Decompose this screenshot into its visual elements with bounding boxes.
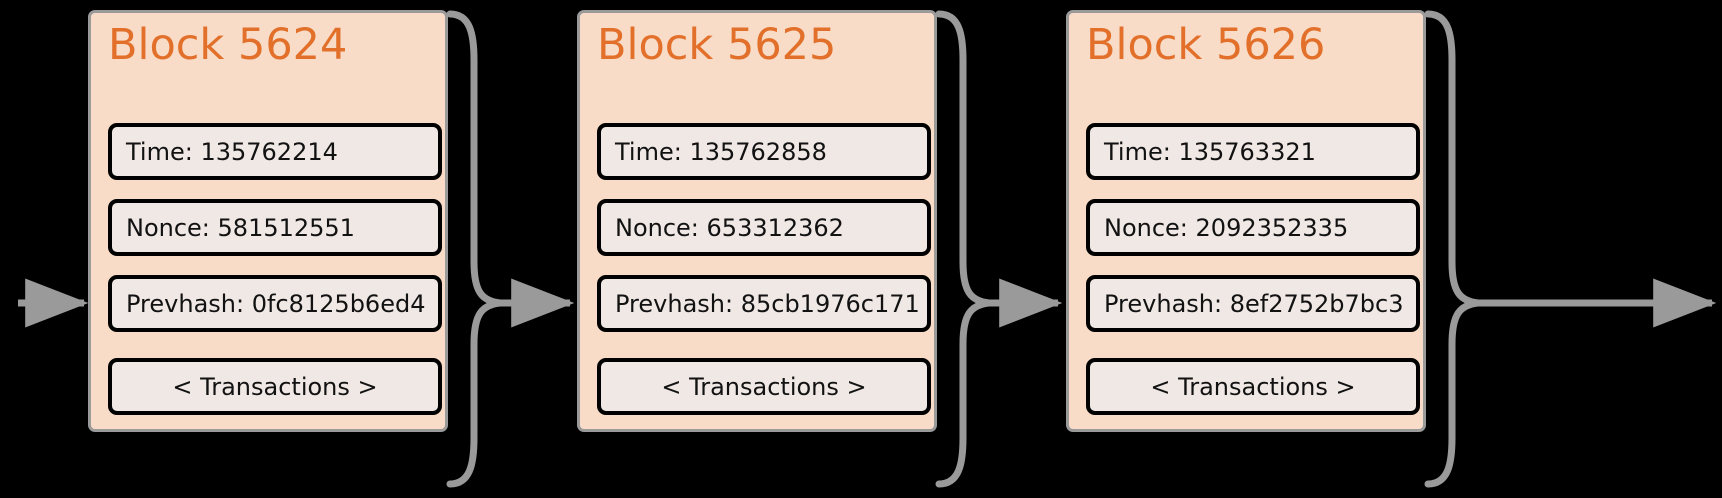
block-prevhash-field: Prevhash: 8ef2752b7bc3 [1086,275,1420,332]
block-time-field: Time: 135762858 [597,123,931,180]
connector-5625-to-5626 [935,10,1063,488]
block-nonce-field: Nonce: 2092352335 [1086,199,1420,256]
block-time-field: Time: 135763321 [1086,123,1420,180]
connector-5624-to-5625 [446,10,575,488]
block-transactions-button[interactable]: < Transactions > [597,358,931,415]
block-title: Block 5625 [597,20,837,70]
block-prevhash-field: Prevhash: 0fc8125b6ed4 [108,275,442,332]
block-prevhash-field: Prevhash: 85cb1976c171 [597,275,931,332]
block-title: Block 5626 [1086,20,1326,70]
block-transactions-button[interactable]: < Transactions > [108,358,442,415]
block-card-5626[interactable]: Block 5626 Time: 135763321 Nonce: 209235… [1066,10,1426,432]
block-title: Block 5624 [108,20,348,70]
block-nonce-field: Nonce: 653312362 [597,199,931,256]
block-time-field: Time: 135762214 [108,123,442,180]
outgoing-arrow-right [1424,10,1717,488]
block-card-5625[interactable]: Block 5625 Time: 135762858 Nonce: 653312… [577,10,937,432]
block-card-5624[interactable]: Block 5624 Time: 135762214 Nonce: 581512… [88,10,448,432]
block-nonce-field: Nonce: 581512551 [108,199,442,256]
block-transactions-button[interactable]: < Transactions > [1086,358,1420,415]
